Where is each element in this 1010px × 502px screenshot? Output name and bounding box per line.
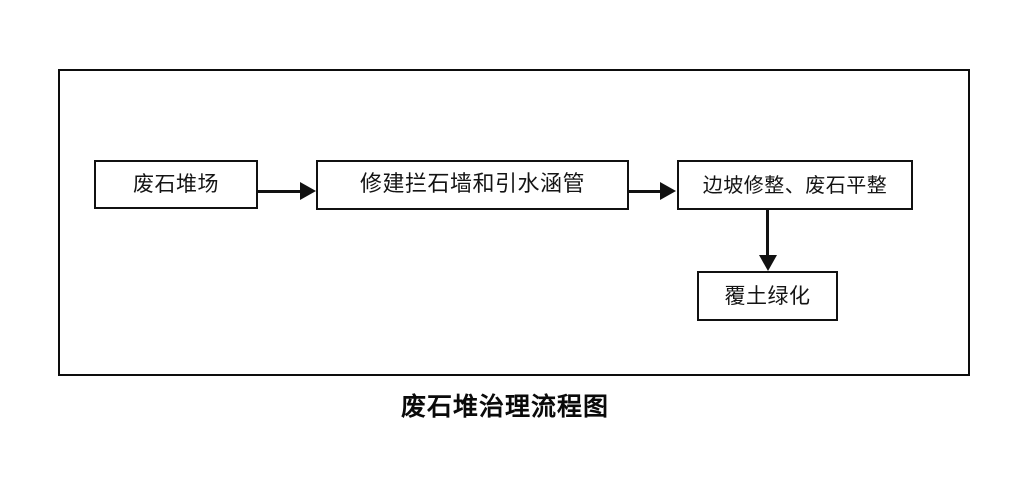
connector-line (258, 190, 302, 193)
node-soil-greening[interactable]: 覆土绿化 (697, 271, 838, 321)
arrow-down-icon (759, 255, 777, 271)
node-label-slope-leveling: 边坡修整、废石平整 (702, 173, 888, 197)
arrow-right-icon (660, 182, 676, 200)
node-slope-leveling[interactable]: 边坡修整、废石平整 (677, 160, 913, 210)
outer-frame (58, 69, 970, 376)
node-label-build-wall-culvert: 修建拦石墙和引水涵管 (359, 172, 585, 197)
node-label-soil-greening: 覆土绿化 (724, 283, 811, 308)
connector-line (766, 210, 769, 257)
node-build-wall-culvert[interactable]: 修建拦石墙和引水涵管 (316, 160, 629, 210)
diagram-caption: 废石堆治理流程图 (400, 392, 609, 421)
arrow-right-icon (300, 182, 316, 200)
node-label-waste-rock-dump: 废石堆场 (133, 172, 219, 196)
node-waste-rock-dump[interactable]: 废石堆场 (94, 160, 258, 209)
connector-line (629, 190, 661, 193)
